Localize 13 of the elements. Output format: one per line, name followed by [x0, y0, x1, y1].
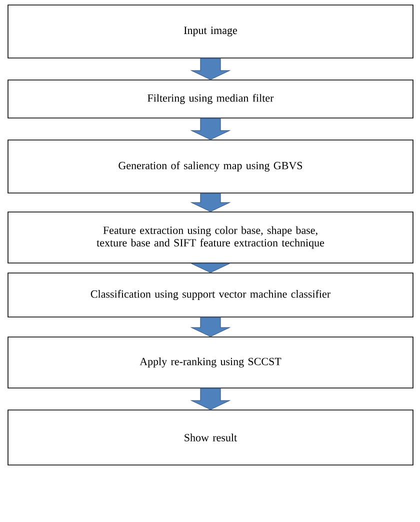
block-arrow: [190, 317, 231, 337]
block-arrow: [190, 388, 231, 410]
block-arrow: [190, 263, 231, 273]
process-box: Show result: [8, 410, 414, 466]
process-box: Input image: [8, 4, 414, 58]
process-box: Filtering using median filter: [8, 80, 414, 118]
process-box: Generation of saliency map using GBVS: [8, 140, 414, 194]
block-arrow: [190, 193, 231, 212]
process-box: Apply re-ranking using SCCST: [8, 336, 414, 388]
process-box: Classification using support vector machine classifier: [8, 272, 414, 318]
block-arrow: [190, 118, 231, 140]
block-arrow: [190, 58, 231, 80]
process-box: Feature extraction using color base, shape base, texture base and SIFT feature extraction technique: [8, 212, 414, 264]
